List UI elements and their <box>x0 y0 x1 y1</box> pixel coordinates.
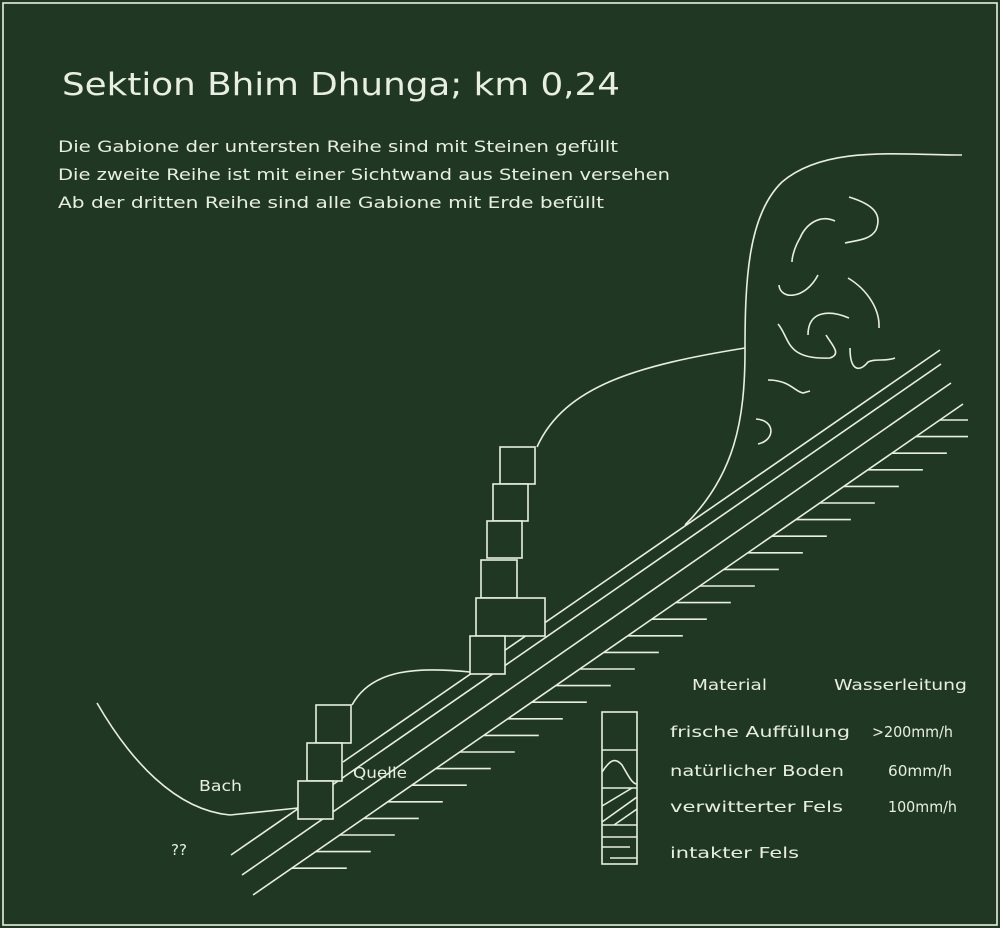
note-line-3: Ab der dritten Reihe sind alle Gabione m… <box>58 193 604 212</box>
legend-material-4: intakter Fels <box>670 844 799 862</box>
label-unknown: ?? <box>171 841 187 859</box>
legend-header-water: Wasserleitung <box>834 676 967 694</box>
intact-rock-hatching <box>291 419 968 870</box>
label-quelle: Quelle <box>353 764 407 782</box>
gabion-box <box>492 483 529 522</box>
gabion-box <box>480 559 518 599</box>
landslide-outline <box>684 152 963 526</box>
gabion-wall <box>297 446 546 820</box>
legend-rate-2: 60mm/h <box>888 762 952 780</box>
legend: Material Wasserleitung frische Auffüllun… <box>601 676 967 865</box>
rock-layer-lines <box>230 349 964 896</box>
label-bach: Bach <box>199 777 242 795</box>
legend-material-2: natürlicher Boden <box>670 762 844 780</box>
note-line-1: Die Gabione der untersten Reihe sind mit… <box>58 137 618 156</box>
note-line-2: Die zweite Reihe ist mit einer Sichtwand… <box>58 165 670 184</box>
gabion-box <box>306 742 343 782</box>
gabion-box <box>297 780 334 820</box>
natural-soil-squiggles <box>755 196 896 445</box>
stream-bank-line <box>96 702 299 816</box>
legend-material-1: frische Auffüllung <box>670 723 850 741</box>
legend-material-3: verwitterter Fels <box>670 798 843 816</box>
gabion-box <box>469 635 506 675</box>
gabion-box <box>486 520 523 559</box>
legend-rate-3: 100mm/h <box>888 798 957 816</box>
upper-ground-line <box>536 347 746 448</box>
legend-rate-1: >200mm/h <box>872 723 953 741</box>
middle-ground-line <box>351 669 471 706</box>
gabion-box <box>315 704 352 744</box>
legend-header-material: Material <box>692 676 767 694</box>
page-title: Sektion Bhim Dhunga; km 0,24 <box>62 67 620 103</box>
gabion-box <box>499 446 536 485</box>
gabion-box <box>475 597 546 637</box>
